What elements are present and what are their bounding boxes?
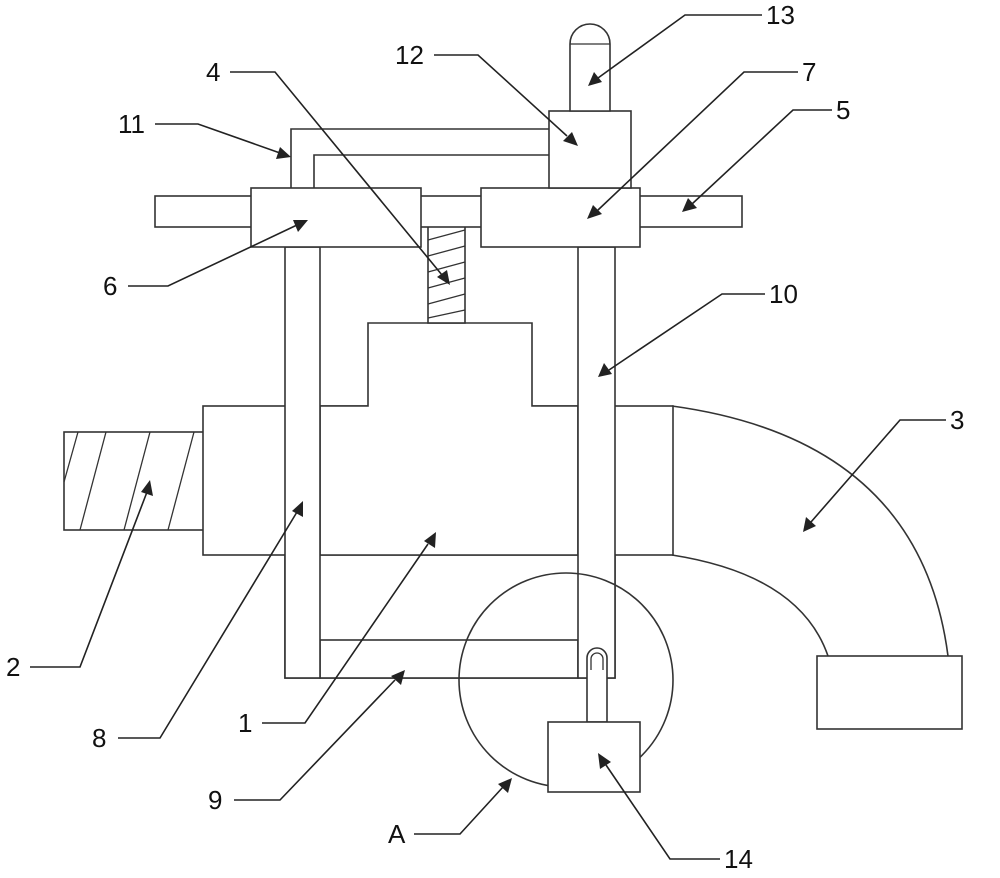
arrowhead-11 — [276, 147, 291, 159]
label-7: 7 — [802, 57, 816, 87]
arrowhead-1 — [424, 532, 436, 548]
arrowhead-4 — [437, 270, 450, 285]
label-1: 1 — [238, 708, 252, 738]
label-6: 6 — [103, 271, 117, 301]
leader-a — [414, 786, 504, 835]
arrowhead-13 — [588, 72, 602, 86]
outlet-block — [816, 655, 963, 730]
arrowhead-3 — [803, 517, 816, 532]
left-slider-block — [250, 187, 422, 248]
spring — [427, 224, 466, 324]
leader-4 — [230, 71, 443, 276]
arrowhead-7 — [587, 205, 602, 219]
arrowhead-a — [498, 778, 512, 793]
left-guide-rod — [284, 246, 321, 679]
leader-11 — [155, 123, 281, 154]
leader-7 — [597, 71, 798, 211]
leader-5 — [691, 109, 832, 205]
label-5: 5 — [836, 95, 850, 125]
label-9: 9 — [208, 785, 222, 815]
elbow-outlet-pipe — [671, 405, 963, 730]
leader-14 — [605, 764, 720, 860]
leader-2 — [30, 491, 148, 668]
arrowhead-14 — [598, 753, 611, 769]
right-slider-block — [480, 187, 641, 248]
arrowhead-6 — [293, 220, 308, 232]
inlet-thread-lines — [63, 431, 195, 531]
leader-9 — [234, 679, 396, 801]
leader-8 — [118, 511, 298, 739]
arrowhead-9 — [391, 670, 405, 685]
label-8: 8 — [92, 723, 106, 753]
valve-body — [319, 322, 579, 556]
leader-lines — [30, 14, 946, 860]
label-13: 13 — [766, 0, 795, 30]
label-10: 10 — [769, 279, 798, 309]
arrowhead-10 — [598, 363, 612, 377]
arrowhead-8 — [292, 501, 303, 517]
arrowhead-12 — [563, 132, 578, 146]
leader-3 — [810, 419, 946, 523]
reference-labels: 13 12 7 5 4 11 6 10 3 2 8 1 9 A 14 — [6, 0, 964, 874]
hanging-hook — [586, 647, 608, 723]
label-2: 2 — [6, 652, 20, 682]
arrowhead-2 — [141, 480, 153, 496]
connecting-frame-outer — [290, 128, 549, 188]
arrowhead-5 — [682, 198, 697, 212]
connecting-frame-inner — [313, 154, 549, 188]
label-11: 11 — [118, 109, 145, 139]
leader-12 — [434, 54, 568, 137]
label-4: 4 — [206, 57, 220, 87]
bottom-plate — [319, 639, 579, 679]
leader-6 — [128, 224, 298, 287]
indicator-cap — [569, 23, 611, 112]
leader-13 — [597, 14, 762, 79]
leader-10 — [608, 293, 765, 371]
hook-inner — [590, 652, 604, 670]
threaded-inlet-pipe — [63, 431, 205, 531]
leader-1 — [262, 543, 429, 724]
label-3: 3 — [950, 405, 964, 435]
top-crossbar — [154, 195, 743, 228]
actuator-block — [548, 110, 632, 189]
label-a: A — [388, 819, 406, 849]
label-14: 14 — [724, 844, 753, 874]
counterweight — [547, 721, 641, 793]
right-guide-rod — [577, 246, 616, 679]
label-12: 12 — [395, 40, 424, 70]
spring-coils — [427, 229, 466, 319]
